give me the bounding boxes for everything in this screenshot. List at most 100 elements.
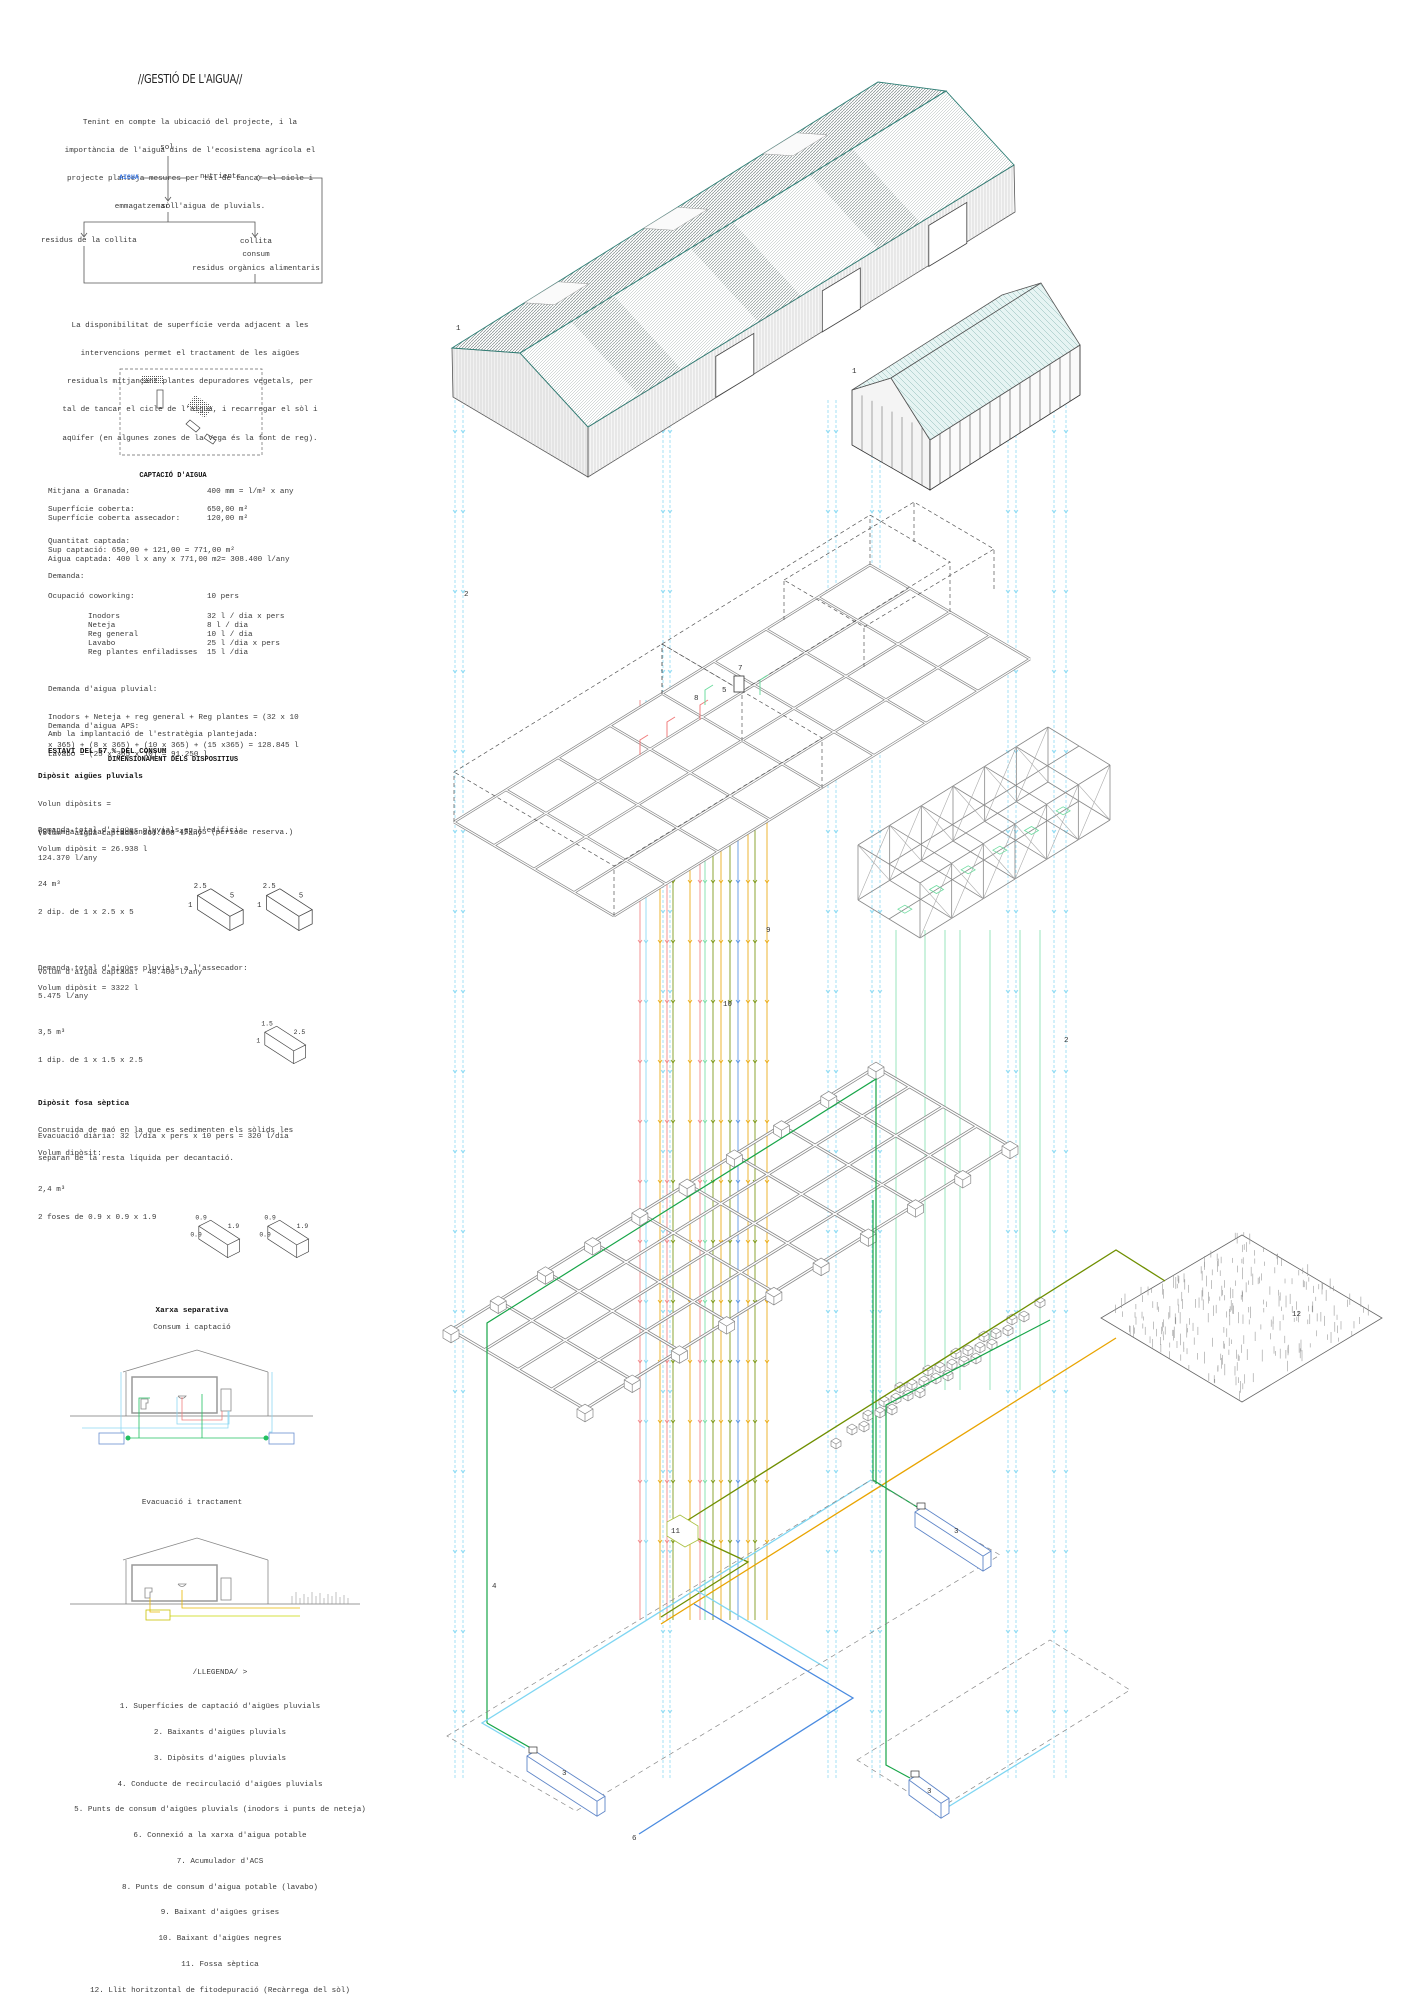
arrow-down-icon — [664, 1179, 670, 1184]
arrow-down-icon — [1005, 1069, 1011, 1074]
arrow-down-icon — [643, 1239, 649, 1244]
arrow-down-icon — [460, 909, 466, 914]
consum-label: Reg general — [88, 631, 139, 639]
text-line: 3,5 m³ — [38, 1028, 66, 1037]
gable-cladding — [452, 348, 588, 477]
arrow-down-icon — [452, 1149, 458, 1154]
arrow-down-icon — [657, 1419, 663, 1424]
arrow-down-icon — [643, 1479, 649, 1484]
arrow-down-icon — [718, 999, 724, 1004]
arrow-down-icon — [869, 1549, 875, 1554]
arrow-down-icon — [667, 429, 673, 434]
arrow-down-icon — [1005, 1549, 1011, 1554]
consum-value: 15 l /dia — [207, 649, 249, 657]
small-footing — [990, 1327, 1002, 1340]
arrow-down-icon — [833, 1149, 839, 1154]
septica-dims: 2,4 m³ 2 foses de 0.9 x 0.9 x 1.9 — [38, 1167, 156, 1242]
text-line: Lavabo = (25 x 365 x 10) = 91.250 l — [48, 751, 208, 760]
arrow-down-icon — [1005, 1629, 1011, 1634]
arrow-down-icon — [660, 1549, 666, 1554]
sup-assecador-label: Superfície coberta assecador: — [48, 515, 181, 523]
arrow-down-icon — [727, 999, 733, 1004]
arrow-down-icon — [1063, 589, 1069, 594]
structure-brace — [1014, 804, 1047, 880]
arrow-down-icon — [833, 1309, 839, 1314]
arrow-down-icon — [735, 1479, 741, 1484]
text-line: Demanda d'aigua APS: — [48, 722, 140, 731]
page-title: //GESTIÓ DE L'AIGUA// — [137, 72, 243, 86]
septica-volum: Volum dipòsit: — [38, 1150, 102, 1158]
arrow-down-icon — [745, 879, 751, 884]
foundation-beam-inner — [584, 1145, 1011, 1410]
footing — [623, 1374, 641, 1393]
consumption-point-icon — [704, 684, 714, 705]
arrow-down-icon — [727, 1479, 733, 1484]
roof-skylight-band — [809, 148, 921, 249]
arrow-down-icon — [637, 939, 643, 944]
arrow-down-icon — [1063, 1709, 1069, 1714]
arrow-down-icon — [764, 1479, 770, 1484]
arrow-down-icon — [637, 999, 643, 1004]
paragraph-line: La disponibilitat de superfície verda ad… — [71, 321, 309, 330]
arrow-down-icon — [687, 1119, 693, 1124]
amb-estrategia: Amb la implantació de l'estratègia plant… — [48, 731, 258, 739]
ground-outline — [856, 1639, 1131, 1811]
arrow-down-icon — [670, 1059, 676, 1064]
arrow-down-icon — [1005, 989, 1011, 994]
arrow-down-icon — [460, 1549, 466, 1554]
dryer-building — [851, 282, 1081, 491]
text-line: Demanda d'aigua pluvial: — [48, 685, 158, 694]
arrow-down-icon — [697, 1239, 703, 1244]
arrow-down-icon — [1051, 1549, 1057, 1554]
septica-desc: Construida de maó en la que es sedimente… — [38, 1108, 293, 1183]
arrow-down-icon — [697, 1179, 703, 1184]
aigua-captada: Aigua captada: 400 l x any x 771,00 m2= … — [48, 556, 290, 564]
arrow-down-icon — [1005, 589, 1011, 594]
arrow-down-icon — [460, 1469, 466, 1474]
legend-item: 3. Dipòsits d'aigües pluvials — [153, 1754, 287, 1763]
foundation-beam-inner — [551, 1125, 977, 1390]
arrow-down-icon — [727, 1239, 733, 1244]
consumption-point-icon — [666, 716, 676, 737]
arrow-down-icon — [745, 999, 751, 1004]
roof-skylight-band — [571, 295, 682, 396]
arrow-down-icon — [667, 909, 673, 914]
arrow-down-icon — [670, 1179, 676, 1184]
arrow-down-icon — [643, 1419, 649, 1424]
arrow-down-icon — [825, 1069, 831, 1074]
label-5: 5 — [722, 687, 727, 695]
consumption-point-icon — [1023, 826, 1040, 835]
arrow-down-icon — [764, 1419, 770, 1424]
arrow-down-icon — [833, 509, 839, 514]
arrow-down-icon — [660, 1629, 666, 1634]
legend-item: 4. Conducte de recirculació d'aigües plu… — [117, 1780, 323, 1789]
arrow-down-icon — [660, 1229, 666, 1234]
consum-label: Reg plantes enfiladisses — [88, 649, 198, 657]
arrow-down-icon — [833, 1229, 839, 1234]
consumption-point-icon — [897, 904, 913, 914]
grey-water-pipe — [660, 1337, 1117, 1625]
label-2-left: 2 — [464, 591, 469, 599]
arrow-down-icon — [643, 939, 649, 944]
rain-collector-pipe — [693, 1588, 829, 1670]
arrow-down-icon — [735, 939, 741, 944]
arrow-down-icon — [687, 1359, 693, 1364]
arrow-down-icon — [735, 1419, 741, 1424]
arrow-down-icon — [670, 1239, 676, 1244]
arrow-down-icon — [667, 1629, 673, 1634]
label-3-tank-right-top: 3 — [954, 1528, 959, 1536]
arrow-down-icon — [735, 1359, 741, 1364]
pluvials-formula: Volun dipòsits = (volum a captar + deman… — [38, 782, 293, 857]
upper-grid-beam-inner — [573, 634, 991, 894]
arrow-down-icon — [702, 879, 708, 884]
arrow-down-icon — [670, 1359, 676, 1364]
legend-item: 7. Acumulador d'ACS — [176, 1857, 264, 1866]
text-line: Demanda total d'aigües pluvials en l'edi… — [38, 826, 244, 835]
arrow-down-icon — [825, 1709, 831, 1714]
arrow-down-icon — [660, 1389, 666, 1394]
legend-item: 6. Connexió a la xarxa d'aigua potable — [133, 1832, 307, 1841]
arrow-down-icon — [825, 429, 831, 434]
arrow-down-icon — [687, 999, 693, 1004]
arrow-down-icon — [752, 1059, 758, 1064]
footing — [671, 1345, 688, 1364]
